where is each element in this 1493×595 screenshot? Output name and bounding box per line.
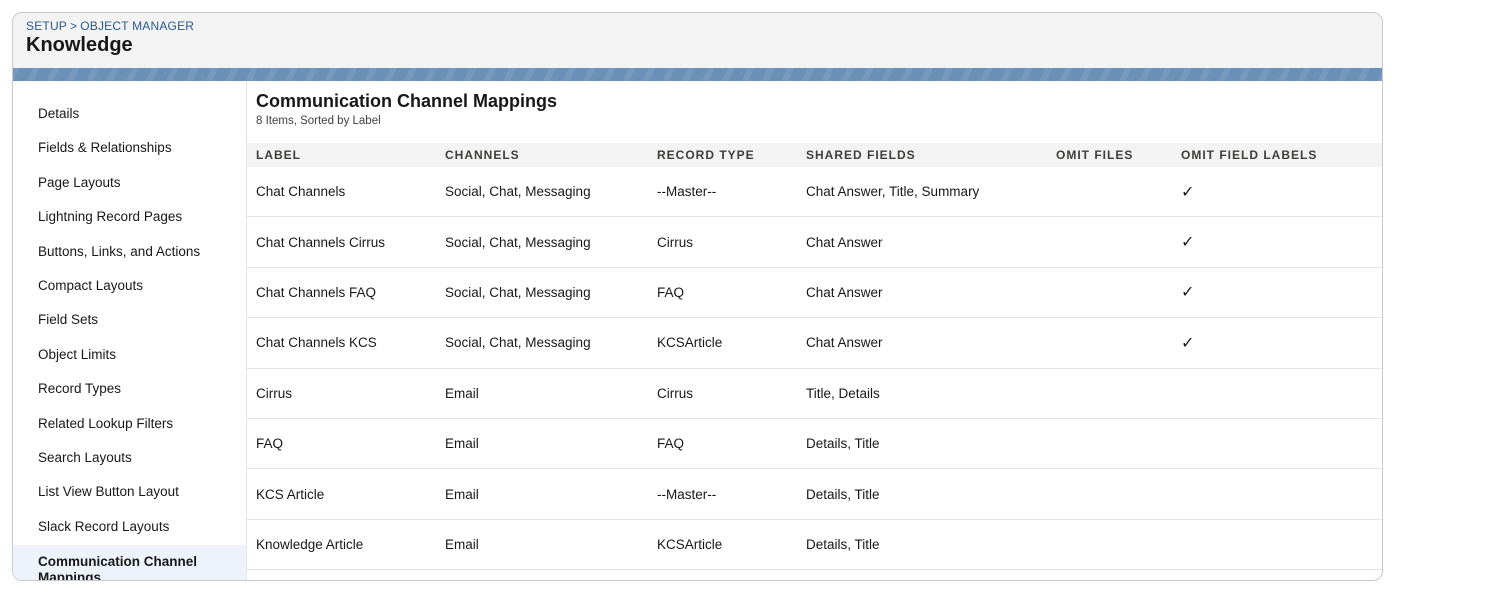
cell-record-type: Cirrus: [648, 368, 797, 419]
column-header-label[interactable]: LABEL: [256, 148, 301, 162]
sidebar-item-communication-channel-mappings[interactable]: Communication Channel Mappings: [13, 545, 246, 580]
cell-omit-files: [1047, 317, 1172, 369]
cell-omit-field-labels: [1172, 468, 1382, 520]
table-row[interactable]: Chat Channels Social, Chat, Messaging --…: [247, 167, 1382, 218]
cell-shared-fields: Chat Answer, Title, Summary: [797, 167, 1047, 218]
object-manager-window: SETUP>OBJECT MANAGER Knowledge Details F…: [12, 12, 1383, 581]
table-header-row: LABEL CHANNELS RECORD TYPE SHARED FIELDS…: [247, 143, 1382, 167]
cell-label: Chat Channels KCS: [247, 317, 436, 369]
cell-shared-fields: Chat Answer: [797, 216, 1047, 268]
cell-channels: Social, Chat, Messaging: [436, 216, 648, 268]
sidebar-item-list-view-button-layout[interactable]: List View Button Layout: [38, 484, 179, 500]
decorative-banner: [13, 68, 1382, 81]
cell-omit-files: [1047, 167, 1172, 218]
cell-label: FAQ: [247, 418, 436, 470]
cell-label: KCS Article: [247, 468, 436, 520]
cell-channels: Social, Chat, Messaging: [436, 317, 648, 369]
cell-record-type: KCSArticle: [648, 317, 797, 369]
sidebar-nav: Details Fields & Relationships Page Layo…: [13, 81, 247, 580]
cell-shared-fields: Details, Title: [797, 468, 1047, 520]
cell-label: Chat Channels FAQ: [247, 267, 436, 319]
table-row[interactable]: Knowledge Article Email KCSArticle Detai…: [247, 519, 1382, 571]
cell-shared-fields: Chat Answer: [797, 317, 1047, 369]
checkmark-icon: ✓: [1172, 216, 1382, 268]
cell-channels: Email: [436, 368, 648, 419]
cell-shared-fields: Title, Details: [797, 368, 1047, 419]
table-row[interactable]: FAQ Email FAQ Details, Title: [247, 418, 1382, 470]
sidebar-item-record-types[interactable]: Record Types: [38, 381, 122, 397]
sidebar-item-lightning-record-pages[interactable]: Lightning Record Pages: [38, 209, 183, 225]
main-content: Communication Channel Mappings 8 Items, …: [247, 81, 1382, 580]
table-row[interactable]: Chat Channels FAQ Social, Chat, Messagin…: [247, 267, 1382, 319]
cell-label: Chat Channels Cirrus: [247, 216, 436, 268]
cell-shared-fields: Chat Answer: [797, 267, 1047, 319]
cell-channels: Social, Chat, Messaging: [436, 267, 648, 319]
column-header-shared-fields[interactable]: SHARED FIELDS: [806, 148, 916, 162]
checkmark-icon: ✓: [1172, 267, 1382, 319]
sidebar-item-search-layouts[interactable]: Search Layouts: [38, 449, 132, 465]
cell-label: Knowledge Article: [247, 519, 436, 571]
cell-omit-field-labels: [1172, 418, 1382, 470]
cell-channels: Email: [436, 468, 648, 520]
cell-channels: Email: [436, 519, 648, 571]
cell-record-type: --Master--: [648, 167, 797, 218]
sidebar-item-slack-record-layouts[interactable]: Slack Record Layouts: [38, 518, 170, 534]
sidebar-item-page-layouts[interactable]: Page Layouts: [38, 174, 121, 190]
table-row[interactable]: Chat Channels KCS Social, Chat, Messagin…: [247, 317, 1382, 369]
mappings-table: LABEL CHANNELS RECORD TYPE SHARED FIELDS…: [247, 143, 1382, 571]
page-title: Knowledge: [26, 34, 133, 56]
checkmark-icon: ✓: [1172, 167, 1382, 218]
list-header: Communication Channel Mappings 8 Items, …: [247, 81, 1382, 143]
cell-omit-files: [1047, 468, 1172, 520]
cell-shared-fields: Details, Title: [797, 418, 1047, 470]
cell-channels: Social, Chat, Messaging: [436, 167, 648, 218]
cell-omit-files: [1047, 267, 1172, 319]
breadcrumb-object-manager-link[interactable]: OBJECT MANAGER: [80, 19, 195, 33]
cell-shared-fields: Details, Title: [797, 519, 1047, 571]
column-header-omit-field-labels[interactable]: OMIT FIELD LABELS: [1181, 148, 1318, 162]
sidebar-item-buttons-links-actions[interactable]: Buttons, Links, and Actions: [38, 243, 201, 259]
page-header: SETUP>OBJECT MANAGER Knowledge: [13, 13, 1382, 68]
checkmark-icon: ✓: [1172, 317, 1382, 369]
sidebar-item-fields-relationships[interactable]: Fields & Relationships: [38, 140, 172, 156]
table-row[interactable]: Chat Channels Cirrus Social, Chat, Messa…: [247, 216, 1382, 268]
cell-record-type: KCSArticle: [648, 519, 797, 571]
column-header-record-type[interactable]: RECORD TYPE: [657, 148, 755, 162]
list-title: Communication Channel Mappings: [256, 91, 558, 111]
sidebar-item-details[interactable]: Details: [38, 106, 80, 121]
sidebar-item-related-lookup-filters[interactable]: Related Lookup Filters: [38, 415, 174, 431]
table-row[interactable]: KCS Article Email --Master-- Details, Ti…: [247, 468, 1382, 520]
cell-omit-files: [1047, 368, 1172, 419]
cell-record-type: FAQ: [648, 418, 797, 470]
list-subtitle: 8 Items, Sorted by Label: [256, 115, 381, 127]
breadcrumb: SETUP>OBJECT MANAGER: [26, 19, 1382, 33]
cell-record-type: --Master--: [648, 468, 797, 520]
table-row[interactable]: Cirrus Email Cirrus Title, Details: [247, 368, 1382, 419]
breadcrumb-setup-link[interactable]: SETUP: [26, 19, 68, 33]
cell-omit-files: [1047, 418, 1172, 470]
cell-channels: Email: [436, 418, 648, 470]
sidebar-item-compact-layouts[interactable]: Compact Layouts: [38, 277, 144, 293]
cell-record-type: Cirrus: [648, 216, 797, 268]
breadcrumb-separator: >: [70, 19, 78, 33]
sidebar-item-object-limits[interactable]: Object Limits: [38, 346, 117, 362]
cell-label: Chat Channels: [247, 167, 436, 218]
cell-omit-field-labels: [1172, 368, 1382, 419]
cell-record-type: FAQ: [648, 267, 797, 319]
cell-omit-files: [1047, 216, 1172, 268]
cell-omit-files: [1047, 519, 1172, 571]
column-header-omit-files[interactable]: OMIT FILES: [1056, 148, 1134, 162]
column-header-channels[interactable]: CHANNELS: [445, 148, 520, 162]
cell-omit-field-labels: [1172, 519, 1382, 571]
cell-label: Cirrus: [247, 368, 436, 419]
sidebar-item-field-sets[interactable]: Field Sets: [38, 312, 99, 328]
